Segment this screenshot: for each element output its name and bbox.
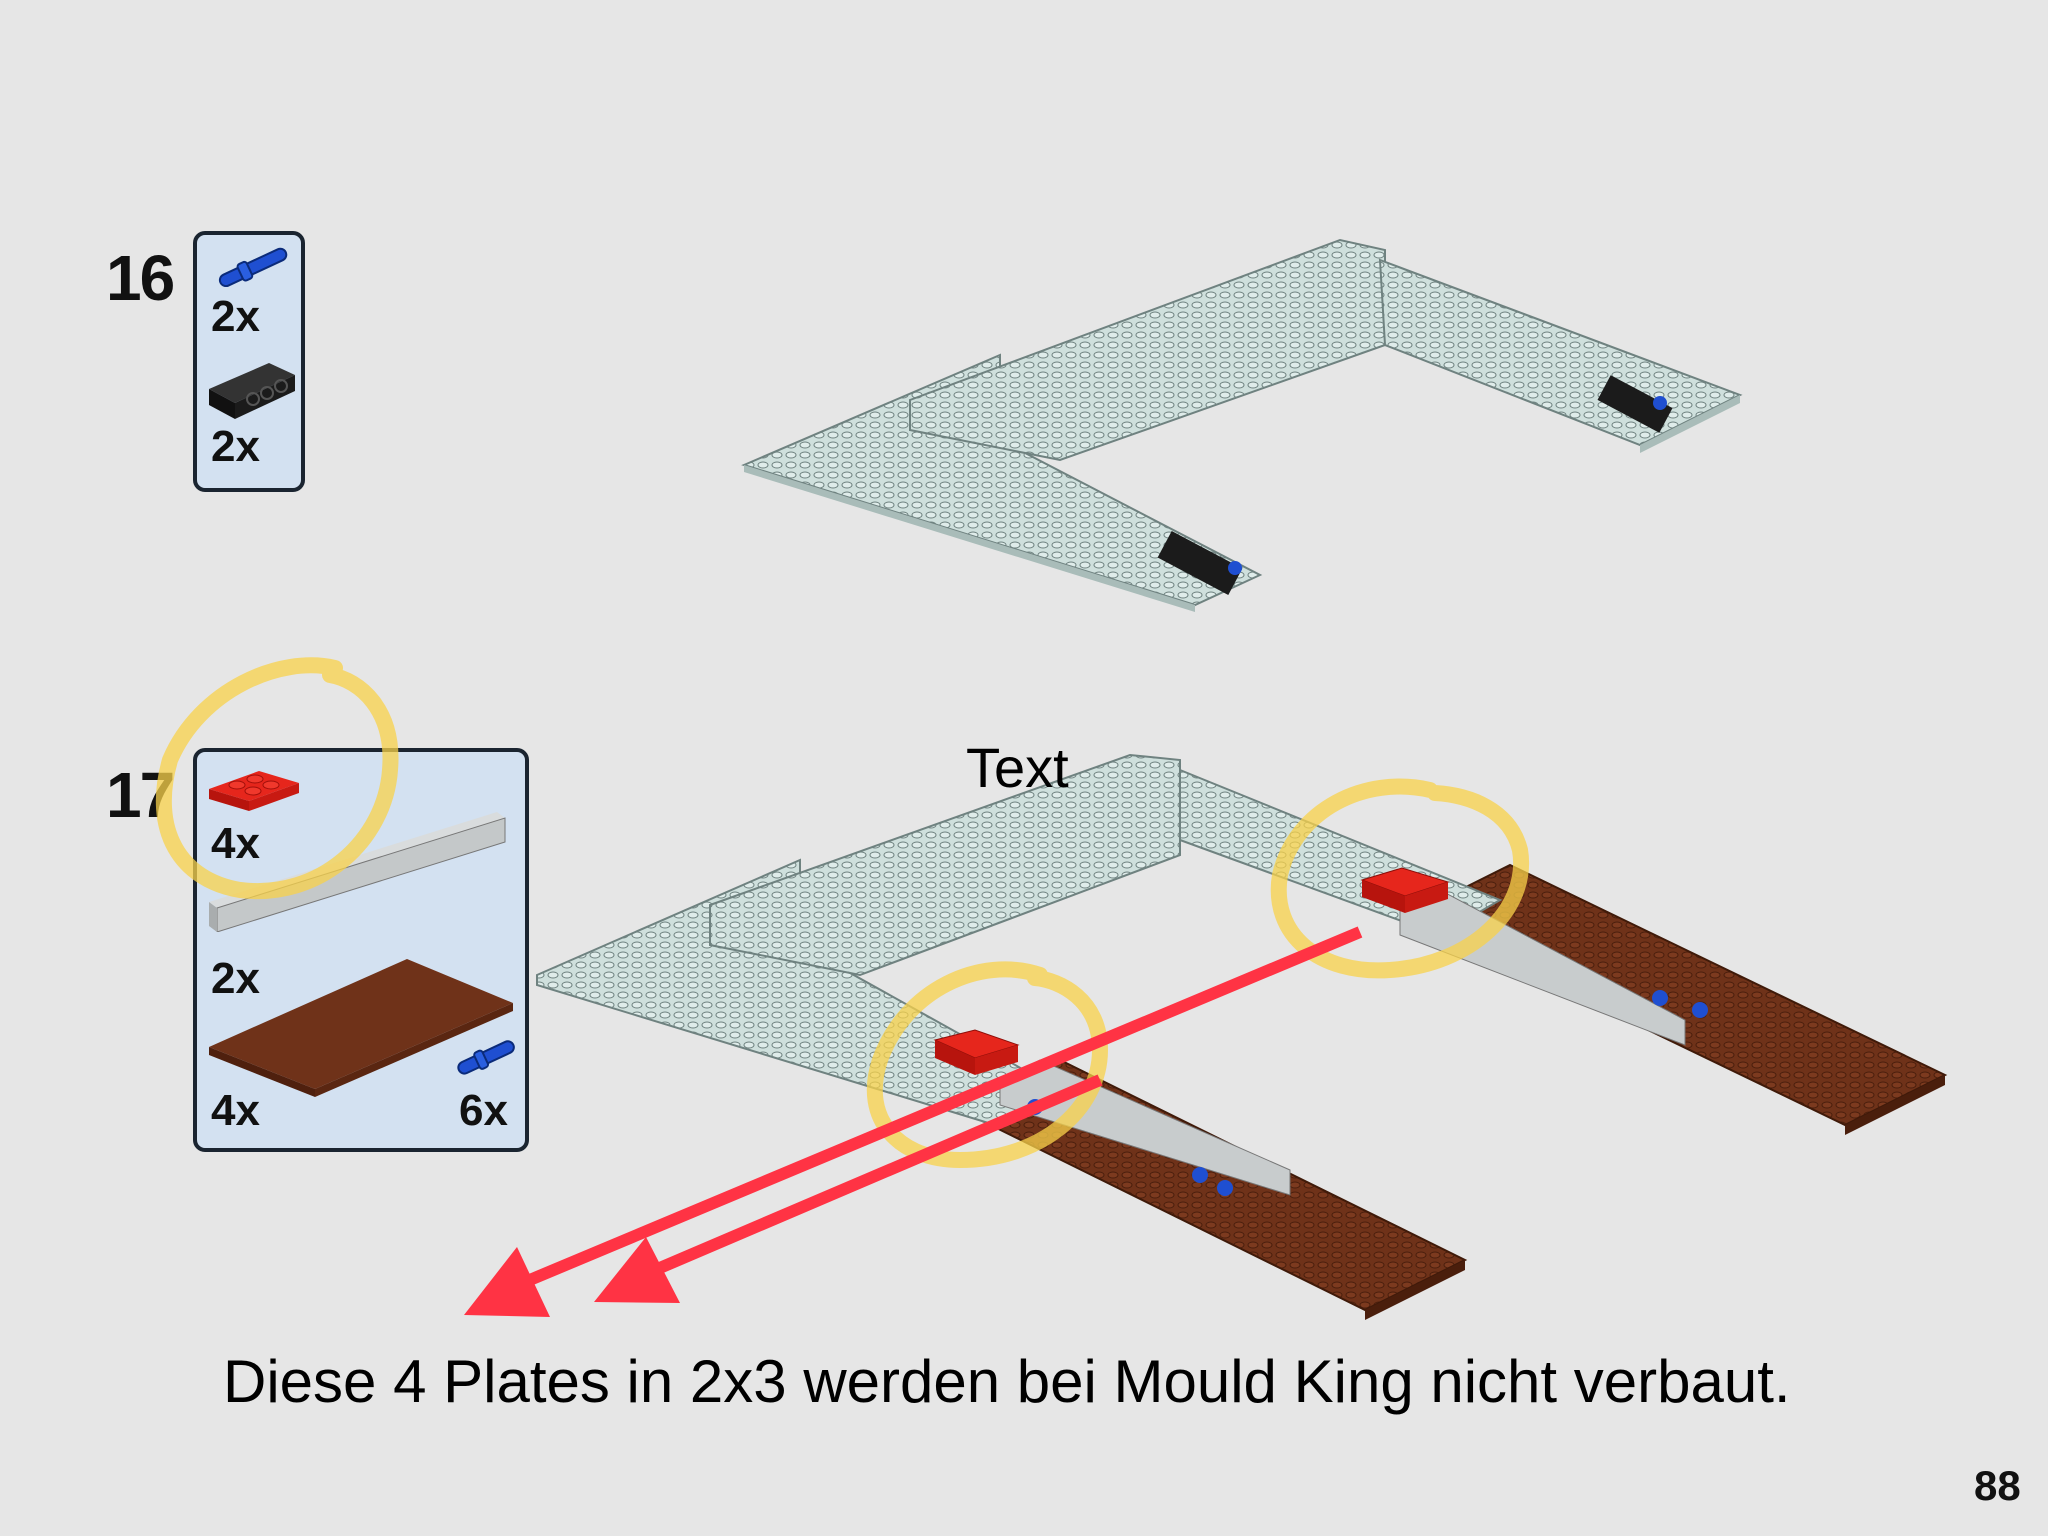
page-number: 88 (1974, 1462, 2021, 1509)
black-technic-brick (1597, 375, 1673, 433)
base-plate (744, 465, 1195, 612)
black-technic-brick (1157, 530, 1243, 596)
arrow-line (652, 1074, 1103, 1276)
red-plate (1362, 880, 1405, 913)
side-plate-edge (1640, 395, 1740, 453)
parts-list-step-17: 4x 2x 4x 6x (193, 748, 529, 1152)
highlight-circles (155, 657, 1530, 1169)
step-number-16: 16 (106, 242, 175, 314)
arrow-head (594, 1237, 680, 1303)
blue-axle-pin-icon (218, 247, 288, 287)
arrow-head (464, 1247, 550, 1317)
annotation-note: Diese 4 Plates in 2x3 werden bei Mould K… (223, 1348, 1791, 1415)
red-plate (935, 1040, 975, 1075)
back-wall (709, 753, 1181, 977)
arrow-line (522, 926, 1363, 1288)
part-quantity: 6x (459, 1086, 508, 1135)
back-wall (909, 238, 1386, 462)
model-step-17 (536, 753, 1948, 1320)
brown-plate-edge (1845, 1075, 1945, 1135)
brown-plate-edge (1365, 1260, 1465, 1320)
placeholder-text-label: Text (966, 736, 1069, 799)
highlight-circle-parts (155, 657, 399, 900)
blue-pin (1692, 1002, 1708, 1018)
part-quantity: 4x (211, 1086, 260, 1135)
blue-pin (1652, 990, 1668, 1006)
highlight-circle-right (1270, 778, 1530, 979)
red-arrows (464, 926, 1363, 1317)
blue-pin (1653, 396, 1667, 410)
part-quantity: 2x (211, 292, 260, 341)
highlight-circle-left (866, 961, 1109, 1169)
model-step-16 (741, 238, 1743, 612)
part-quantity: 2x (211, 422, 260, 471)
red-plate (1405, 882, 1448, 913)
blue-pin (1228, 561, 1242, 575)
part-quantity: 2x (211, 954, 260, 1003)
part-quantity: 4x (211, 819, 260, 868)
black-technic-brick-icon (209, 363, 295, 419)
blue-axle-pin-icon (457, 1040, 515, 1075)
blue-pin (1217, 1180, 1233, 1196)
red-plate-icon (209, 771, 299, 811)
side-plate (1378, 258, 1743, 447)
brown-plate-icon (209, 959, 513, 1097)
blue-pin (1192, 1167, 1208, 1183)
parts-list-step-16: 2x 2x (193, 231, 305, 492)
red-plate (975, 1045, 1018, 1075)
